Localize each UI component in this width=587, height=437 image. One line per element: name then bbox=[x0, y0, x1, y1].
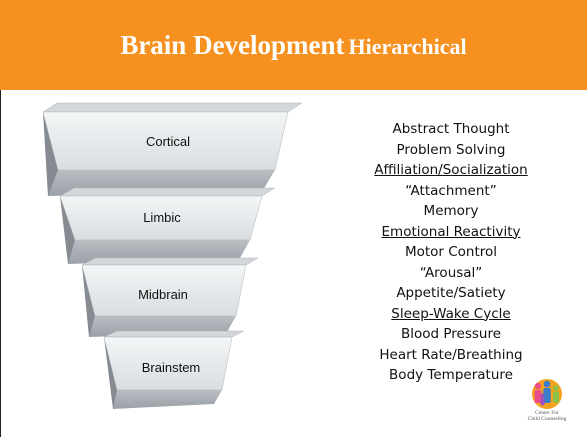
tier-label-cortical: Cortical bbox=[146, 134, 190, 149]
function-item: Blood Pressure bbox=[400, 326, 502, 342]
title-sub: Hierarchical bbox=[348, 34, 467, 59]
tier-limbic-top bbox=[59, 187, 276, 197]
function-item: Appetite/Satiety bbox=[396, 285, 506, 301]
tier-label-limbic: Limbic bbox=[143, 210, 181, 225]
function-item: Affiliation/Socialization bbox=[374, 162, 528, 178]
function-item: “Arousal” bbox=[419, 264, 483, 281]
title-bar bbox=[0, 0, 587, 90]
tier-midbrain-top bbox=[81, 257, 259, 266]
slide-left-edge bbox=[0, 90, 1, 437]
function-item: “Attachment” bbox=[405, 182, 497, 199]
function-item: Emotional Reactivity bbox=[381, 223, 521, 240]
tier-cortical: Cortical bbox=[42, 102, 303, 196]
tier-cortical-top bbox=[42, 102, 303, 113]
tier-brainstem-bottom bbox=[113, 390, 222, 409]
title-main: Brain Development bbox=[120, 30, 345, 60]
family-figures-icon bbox=[532, 379, 562, 409]
tier-label-brainstem: Brainstem bbox=[142, 360, 201, 375]
function-item: Body Temperature bbox=[389, 367, 513, 383]
function-item: Abstract Thought bbox=[392, 121, 510, 137]
tier-limbic: Limbic bbox=[59, 187, 276, 264]
tier-brainstem-top bbox=[103, 330, 245, 338]
function-item: Problem Solving bbox=[396, 141, 506, 158]
slide-title: Brain Development Hierarchical bbox=[0, 30, 587, 61]
function-item: Memory bbox=[423, 203, 479, 219]
tier-midbrain: Midbrain bbox=[81, 257, 259, 337]
function-list: Abstract Thought Problem Solving Affilia… bbox=[346, 119, 556, 386]
logo-text: Center For Child Counseling bbox=[527, 410, 567, 422]
tier-brainstem: Brainstem bbox=[103, 330, 245, 409]
tier-label-midbrain: Midbrain bbox=[138, 287, 188, 302]
center-logo: Center For Child Counseling bbox=[517, 377, 577, 433]
function-item: Motor Control bbox=[404, 244, 498, 260]
function-item: Sleep-Wake Cycle bbox=[391, 305, 511, 322]
function-item: Heart Rate/Breathing bbox=[379, 346, 523, 363]
